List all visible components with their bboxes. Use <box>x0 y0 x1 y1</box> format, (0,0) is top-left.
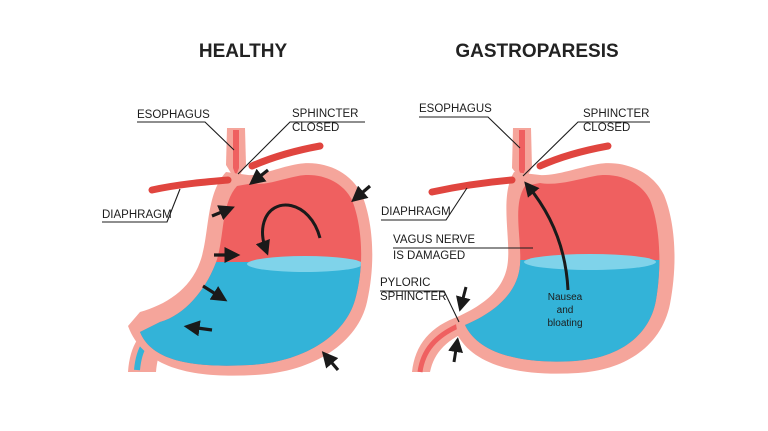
symptom-line-3: bloating <box>547 318 582 329</box>
esophagus-leader-left <box>137 121 235 151</box>
gastroparesis-title: GASTROPARESIS <box>455 41 618 62</box>
diaphragm-leader-left <box>102 188 181 223</box>
arrow-7 <box>321 351 340 372</box>
esophagus-label-left: ESOPHAGUS <box>137 109 210 121</box>
diaphragm-label-right: DIAPHRAGM <box>381 206 451 218</box>
vagus-label-1: VAGUS NERVE <box>393 234 475 246</box>
healthy-panel: HEALTHY ESOPHAGUS SP <box>102 41 373 376</box>
sphincter-leader-left <box>237 121 365 175</box>
contraction-arrows <box>183 168 372 372</box>
esophagus-lumen-left <box>233 130 239 176</box>
diaphragm-right-a <box>428 176 516 196</box>
duodenum-lumen-right <box>417 323 460 373</box>
gastroparesis-panel: GASTROPARESIS Nausea and bloating ESOPHA… <box>380 41 675 374</box>
diaphragm-left-a <box>148 176 232 194</box>
reflux-arrow <box>524 181 570 291</box>
sphincter-label-left-1: SPHINCTER <box>292 108 358 120</box>
arrow-2 <box>211 205 235 221</box>
sphincter-label-right-2: CLOSED <box>583 122 630 134</box>
fluid-surface-left <box>247 256 362 272</box>
arrow-5 <box>183 320 213 337</box>
symptom-line-2: and <box>557 305 574 316</box>
arrow-6 <box>351 184 372 203</box>
diaphragm-left-b <box>248 142 324 170</box>
pyloric-arrow-bottom <box>448 337 464 363</box>
sphincter-label-left-2: CLOSED <box>292 122 339 134</box>
diaphragm-label-left: DIAPHRAGM <box>102 209 172 221</box>
arrow-4 <box>202 284 228 302</box>
diaphragm-right-b <box>536 142 612 170</box>
pyloric-leader <box>380 290 460 323</box>
esophagus-lumen-right <box>519 130 525 178</box>
esophagus-label-right: ESOPHAGUS <box>419 103 492 115</box>
sphincter-leader-right <box>522 121 650 177</box>
fluid-surface-right <box>524 254 656 270</box>
pyloric-arrow-top <box>456 286 471 312</box>
vagus-label-2: IS DAMAGED <box>393 250 465 262</box>
pyloric-label-1: PYLORIC <box>380 277 431 289</box>
arrow-1 <box>248 168 269 185</box>
healthy-title: HEALTHY <box>199 41 288 62</box>
esophagus-leader-right <box>419 116 521 149</box>
symptom-line-1: Nausea <box>548 292 583 303</box>
pyloric-label-2: SPHINCTER <box>380 291 446 303</box>
sphincter-label-right-1: SPHINCTER <box>583 108 649 120</box>
pyloric-arrows <box>448 286 471 363</box>
mixing-arrow <box>255 203 322 256</box>
diaphragm-leader-right <box>381 187 468 221</box>
